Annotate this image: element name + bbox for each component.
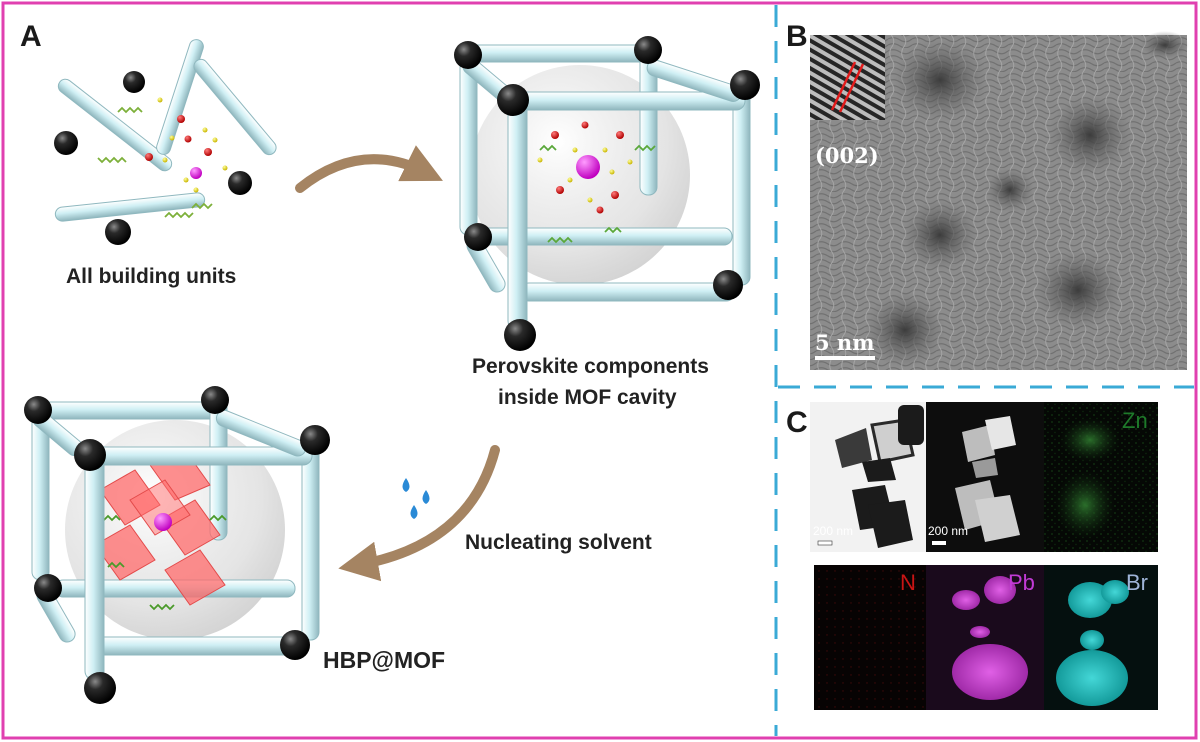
nanoparticles [865,31,1189,368]
building-units-caption: All building units [66,265,236,288]
hbp-mof-caption: HBP@MOF [323,647,445,673]
panel-a-letter: A [20,20,42,53]
arrow-to-hbp [338,445,500,582]
lattice-plane-label: (002) [815,143,879,168]
perovskite-caption-line2: inside MOF cavity [498,386,677,409]
perovskite-octahedra [94,449,226,606]
mapping-n-tile: N [814,565,926,710]
perovskite-caption-line1: Perovskite components [472,355,709,378]
solvent-droplets-icon [402,478,430,519]
hbp-mof-cube [24,386,330,704]
mapping-tem-scale-label: 200 nm [813,524,853,538]
mof-cube-components [454,36,760,351]
mapping-tem-tile: 200 nm [810,402,926,552]
mapping-pb-tile: Pb [926,565,1044,710]
mapping-zn-tile: Zn [1044,402,1158,552]
arrow-to-mof [295,145,443,193]
br-label: Br [1126,570,1148,595]
tem-image: (002) 5 nm [810,31,1189,370]
pb-label: Pb [1008,570,1035,595]
zn-label: Zn [1122,408,1148,433]
building-units-illustration [54,39,277,245]
mapping-haadf-scale-label: 200 nm [928,524,968,538]
nucleating-caption: Nucleating solvent [465,531,652,554]
n-label: N [900,570,916,595]
tem-scale-label: 5 nm [815,330,874,355]
panel-b-letter: B [786,20,808,53]
tem-scale-bar [815,356,875,360]
mapping-haadf-tile: 200 nm [926,402,1044,552]
mapping-br-tile: Br [1044,565,1158,710]
panel-c-letter: C [786,406,808,439]
